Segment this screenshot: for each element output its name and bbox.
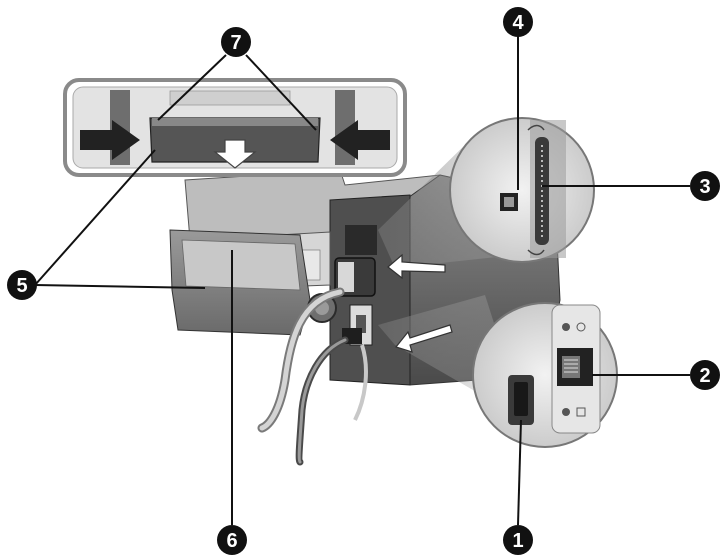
svg-text:3: 3 [699,176,710,198]
callout-4: 4 [503,7,533,37]
power-socket [508,375,534,425]
rear-panel-inset [65,80,405,175]
svg-text:7: 7 [230,32,241,54]
svg-text:4: 4 [512,12,524,34]
svg-text:2: 2 [699,365,710,387]
callout-5: 5 [7,270,37,300]
parallel-port [535,137,549,245]
usb-port [500,193,518,211]
svg-text:5: 5 [16,275,27,297]
callout-7: 7 [221,27,251,57]
svg-text:6: 6 [226,530,237,552]
callout-6: 6 [217,525,247,555]
network-port [557,348,593,386]
callout-1: 1 [503,525,533,555]
ports-inset [450,118,594,262]
callout-2: 2 [690,360,720,390]
callout-3: 3 [690,171,720,201]
svg-text:1: 1 [512,530,523,552]
